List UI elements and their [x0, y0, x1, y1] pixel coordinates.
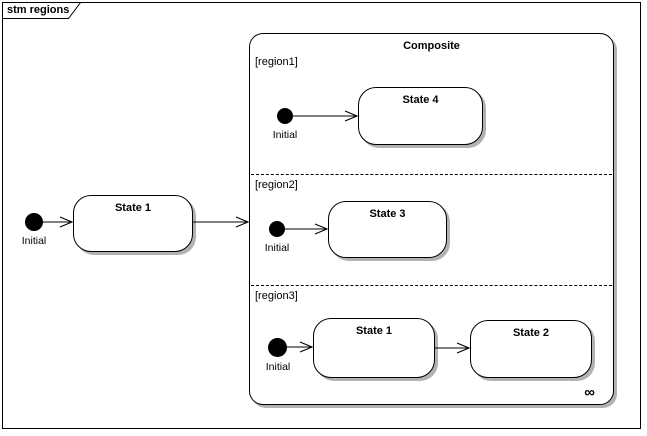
region3-state2-node[interactable]: State 2 — [470, 320, 592, 378]
region2-state3-node[interactable]: State 3 — [328, 201, 447, 258]
state-label: State 3 — [369, 208, 406, 220]
region3-initial-label: Initial — [265, 361, 291, 373]
state-label: State 4 — [402, 94, 439, 106]
infinity-icon: ∞ — [584, 384, 595, 401]
region2-initial-pseudostate-icon[interactable] — [269, 221, 285, 237]
frame-title: stm regions — [7, 4, 70, 16]
outer-state1-node[interactable]: State 1 — [73, 195, 193, 252]
state-label: State 1 — [355, 325, 393, 337]
outer-initial-label: Initial — [21, 235, 47, 247]
region1-initial-label: Initial — [272, 129, 298, 141]
region3-initial-pseudostate-icon[interactable] — [268, 338, 287, 357]
region1-state4-node[interactable]: State 4 — [358, 87, 483, 145]
frame-title-tab — [2, 2, 82, 19]
region-separator — [251, 174, 612, 175]
region2-initial-label: Initial — [264, 242, 290, 254]
region3-state1-node[interactable]: State 1 — [313, 318, 435, 378]
region3-label: [region3] — [255, 290, 298, 302]
region1-label: [region1] — [255, 56, 298, 68]
outer-initial-pseudostate-icon[interactable] — [25, 213, 43, 231]
state-label: State 1 — [114, 202, 152, 214]
region2-label: [region2] — [255, 179, 298, 191]
composite-state-title: Composite — [403, 40, 460, 52]
region-separator — [251, 285, 612, 286]
state-label: State 2 — [512, 327, 550, 339]
region1-initial-pseudostate-icon[interactable] — [277, 108, 293, 124]
